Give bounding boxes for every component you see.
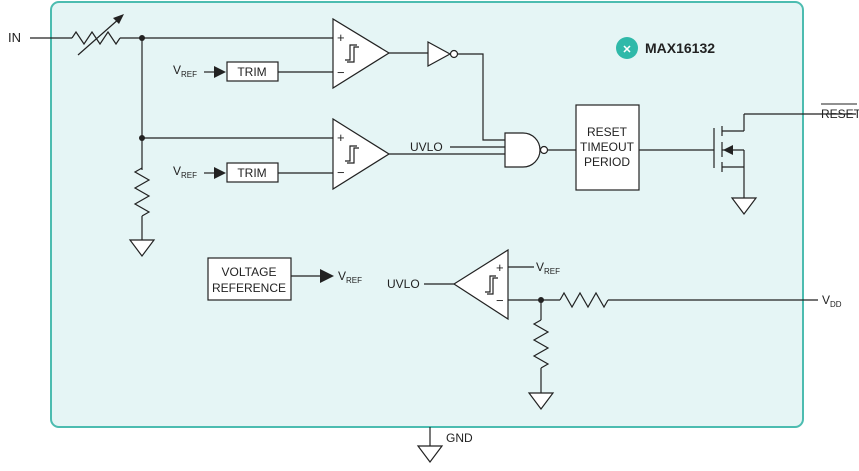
arrow-icon — [214, 167, 226, 179]
ground-symbol — [730, 197, 758, 215]
reset-timeout-line2: TIMEOUT — [580, 140, 635, 154]
uvlo-output-label: UVLO — [387, 277, 420, 291]
uvlo-comparator-plus: + — [496, 260, 504, 275]
arrow-icon — [320, 269, 334, 283]
nand-bubble — [539, 145, 549, 155]
ground-symbol — [416, 445, 444, 463]
comparator-top-plus: + — [337, 30, 345, 45]
uvlo-gate-label: UVLO — [410, 140, 443, 154]
comparator-top-minus: − — [337, 65, 345, 80]
pin-gnd-label: GND — [446, 431, 473, 445]
inverter-bubble — [449, 49, 459, 59]
resistor-vdd — [559, 291, 609, 309]
ground-symbol — [128, 239, 156, 257]
uvlo-comparator-minus: − — [496, 293, 504, 308]
chip-body — [50, 1, 804, 428]
resistor-divider — [133, 167, 151, 217]
trim-bottom-label: TRIM — [237, 166, 266, 180]
comparator-bottom-plus: + — [337, 130, 345, 145]
part-number: MAX16132 — [645, 40, 715, 56]
reset-timeout-line3: PERIOD — [584, 155, 630, 169]
voltage-reference-line2: REFERENCE — [212, 281, 286, 295]
pin-in-label: IN — [8, 30, 21, 45]
maxim-logo-icon: ✕ — [616, 37, 638, 59]
vref-top-label: VREF — [173, 63, 197, 79]
inverter-gate — [427, 40, 452, 68]
ground-symbol — [527, 392, 555, 410]
pin-vdd-label: VDD — [822, 293, 842, 309]
pin-reset-label: RESET — [821, 107, 859, 121]
mosfet-transistor — [713, 113, 856, 198]
reset-timeout-line1: RESET — [587, 125, 628, 139]
comparator-bottom-minus: − — [337, 165, 345, 180]
vref-bottom-label: VREF — [173, 164, 197, 180]
reset-timeout-block — [575, 104, 640, 191]
uvlo-comparator — [452, 248, 509, 321]
resistor-ground — [532, 319, 550, 369]
variable-resistor-arrow — [77, 14, 124, 56]
vref-uvlo-label: VREF — [536, 260, 560, 276]
comparator-bottom — [332, 117, 391, 191]
voltage-reference-line1: VOLTAGE — [222, 265, 277, 279]
arrow-icon — [214, 66, 226, 78]
voltage-reference-block — [207, 257, 292, 301]
svg-text:✕: ✕ — [622, 44, 631, 56]
nand-gate — [504, 132, 541, 168]
vref-output-label: VREF — [338, 269, 362, 285]
comparator-top — [332, 17, 391, 90]
trim-top-label: TRIM — [237, 65, 266, 79]
input-wire — [30, 30, 335, 46]
